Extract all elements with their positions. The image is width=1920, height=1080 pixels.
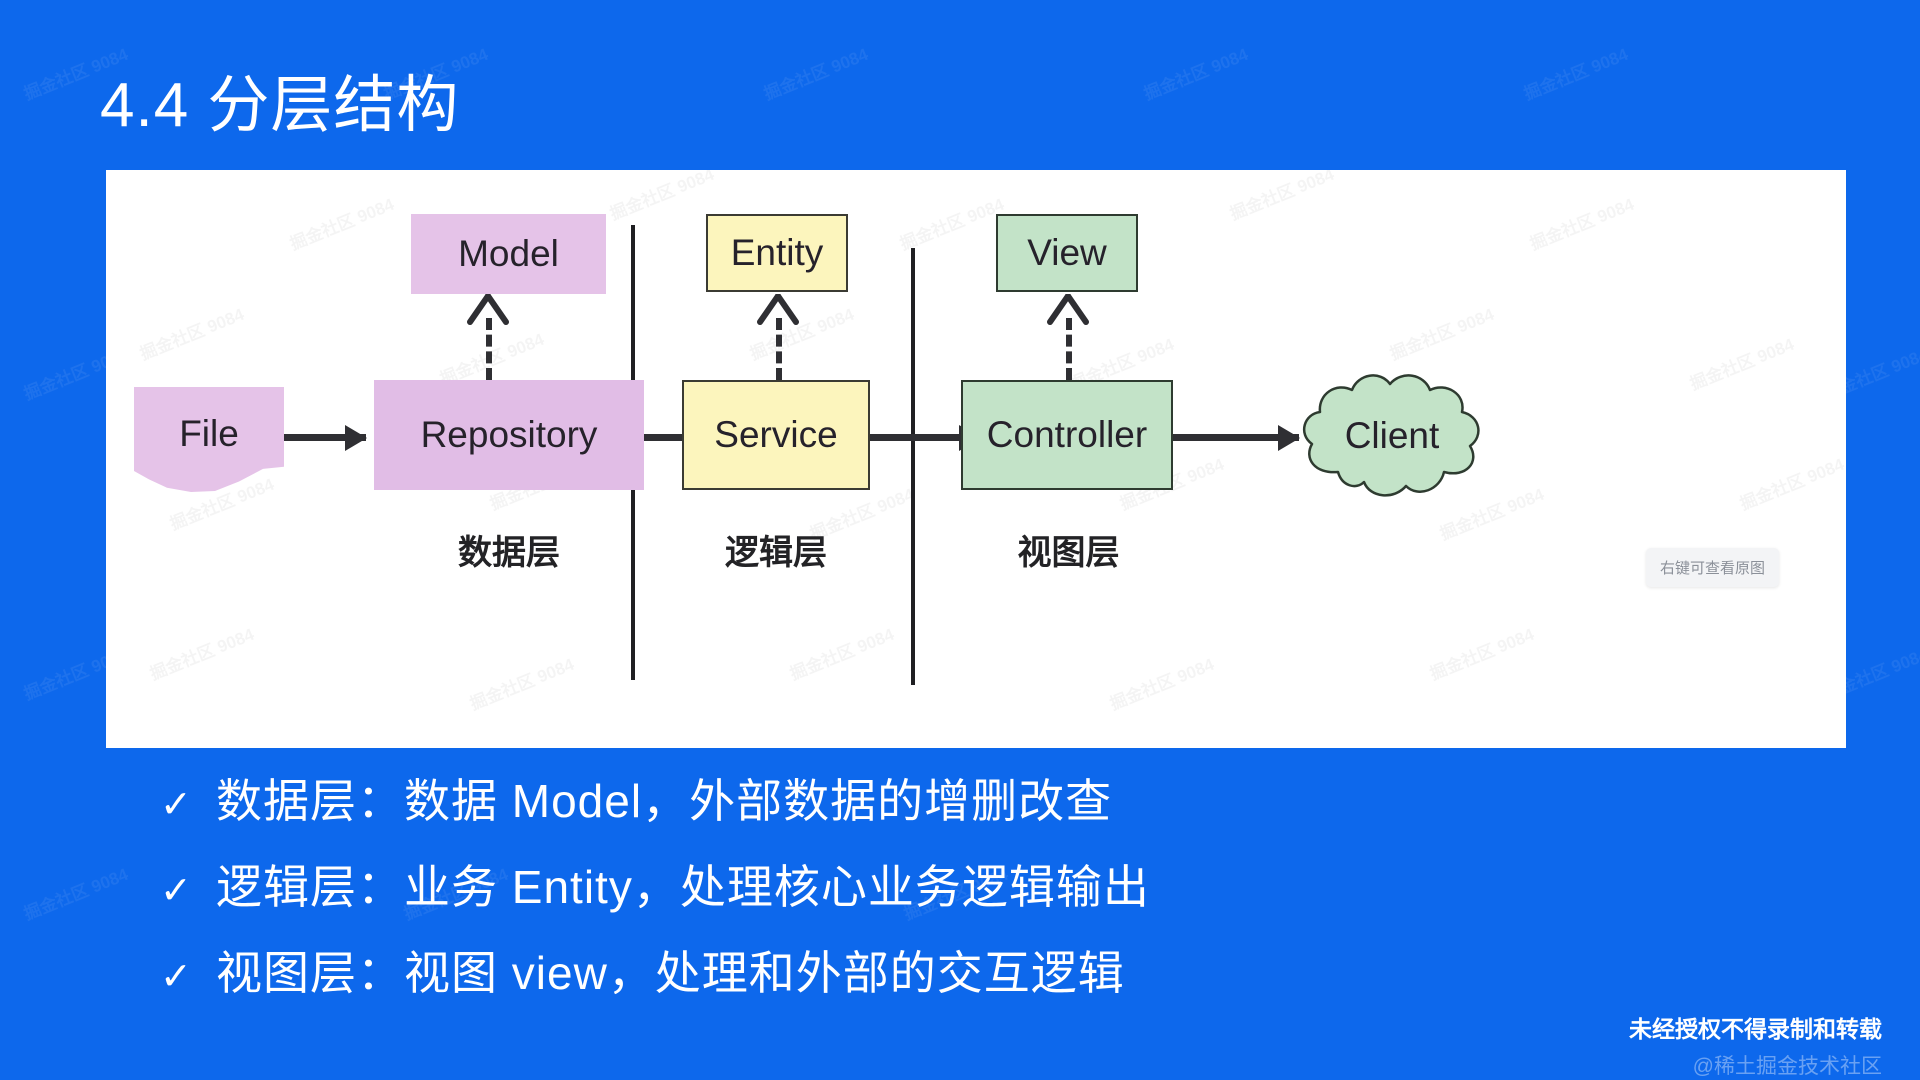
layer-label-data: 数据层 <box>458 534 560 572</box>
layer-divider-logic-view <box>911 248 915 685</box>
dashed-line-repository-to-model <box>486 318 492 380</box>
dashed-line-service-to-entity <box>776 318 782 380</box>
list-item: ✓ 视图层：视图 view，处理和外部的交互逻辑 <box>160 950 1660 1036</box>
list-item-label: 视图层：视图 view，处理和外部的交互逻辑 <box>216 947 1125 999</box>
bullet-list: ✓ 数据层：数据 Model，外部数据的增删改查 ✓ 逻辑层：业务 Entity… <box>160 778 1660 1036</box>
watermark: 掘金社区 9084 <box>895 190 1007 255</box>
node-entity-label: Entity <box>730 232 824 273</box>
node-service[interactable]: Service <box>682 380 870 490</box>
check-icon: ✓ <box>160 870 192 912</box>
node-file[interactable]: File <box>134 387 284 492</box>
node-client-label: Client <box>1344 415 1440 456</box>
arrow-file-to-repository <box>284 434 366 441</box>
node-controller-label: Controller <box>986 414 1148 455</box>
watermark: 掘金社区 9084 <box>1425 620 1537 685</box>
node-client[interactable]: Client <box>1294 368 1490 504</box>
watermark: 掘金社区 9084 <box>761 44 871 104</box>
watermark: 掘金社区 9084 <box>135 300 247 365</box>
node-entity[interactable]: Entity <box>706 214 848 292</box>
list-item-label: 逻辑层：业务 Entity，处理核心业务逻辑输出 <box>216 861 1150 913</box>
list-item: ✓ 逻辑层：业务 Entity，处理核心业务逻辑输出 <box>160 864 1660 950</box>
node-view-label: View <box>1027 232 1107 273</box>
check-icon: ✓ <box>160 784 192 826</box>
watermark: 掘金社区 9084 <box>465 650 577 715</box>
watermark: 掘金社区 9084 <box>1105 650 1217 715</box>
layer-label-logic: 逻辑层 <box>725 534 827 572</box>
watermark: 掘金社区 9084 <box>1141 44 1251 104</box>
diagram-panel: 掘金社区 9084 掘金社区 9084 掘金社区 9084 掘金社区 9084 … <box>106 170 1846 748</box>
node-service-label: Service <box>714 414 838 455</box>
node-controller[interactable]: Controller <box>961 380 1173 490</box>
watermark: 掘金社区 9084 <box>1225 170 1337 225</box>
page-title: 4.4 分层结构 <box>100 70 460 140</box>
arrow-service-to-controller <box>870 434 980 441</box>
node-repository[interactable]: Repository <box>374 380 644 490</box>
node-repository-label: Repository <box>420 414 598 455</box>
watermark: 掘金社区 9084 <box>1735 450 1846 515</box>
brand-watermark: @稀土掘金技术社区 <box>1692 1055 1882 1078</box>
view-original-tooltip[interactable]: 右键可查看原图 <box>1646 548 1780 587</box>
copyright-notice: 未经授权不得录制和转载 <box>1629 1016 1882 1042</box>
dashed-line-controller-to-view <box>1066 318 1072 380</box>
node-view[interactable]: View <box>996 214 1138 292</box>
watermark: 掘金社区 9084 <box>1525 190 1637 255</box>
node-file-label: File <box>179 413 239 454</box>
list-item: ✓ 数据层：数据 Model，外部数据的增删改查 <box>160 778 1660 864</box>
watermark: 掘金社区 9084 <box>785 620 897 685</box>
arrow-controller-to-client <box>1173 434 1299 441</box>
node-model-label: Model <box>458 233 559 274</box>
watermark: 掘金社区 9084 <box>145 620 257 685</box>
watermark: 掘金社区 9084 <box>285 190 397 255</box>
watermark: 掘金社区 9084 <box>21 864 131 924</box>
watermark: 掘金社区 9084 <box>1685 330 1797 395</box>
watermark: 掘金社区 9084 <box>605 170 717 225</box>
node-model[interactable]: Model <box>411 214 606 294</box>
watermark: 掘金社区 9084 <box>1521 44 1631 104</box>
layer-label-view: 视图层 <box>1017 534 1120 572</box>
watermark: 掘金社区 9084 <box>1385 300 1497 365</box>
check-icon: ✓ <box>160 956 192 998</box>
list-item-label: 数据层：数据 Model，外部数据的增删改查 <box>216 775 1113 827</box>
